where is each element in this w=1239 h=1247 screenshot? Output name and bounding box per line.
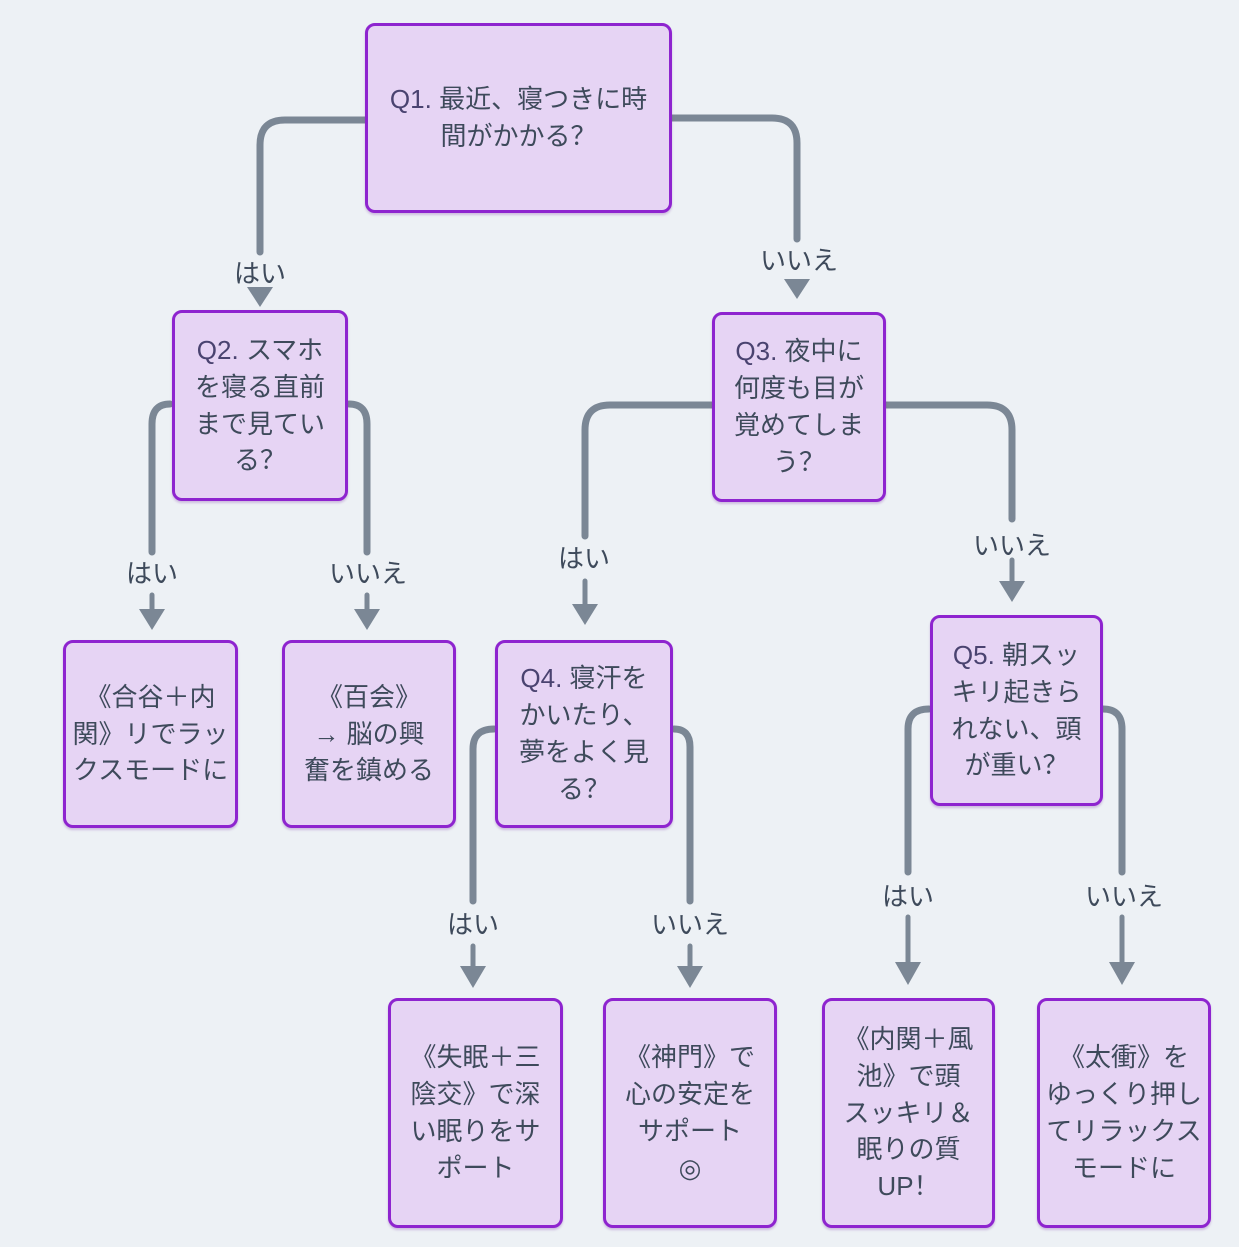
edge-label-q1-yes: はい xyxy=(233,258,287,289)
node-q5-body: 朝スッ キリ起きら れない、頭 が重い？ xyxy=(951,639,1082,781)
edge-q4-no-line xyxy=(670,725,694,905)
arrowhead-icon xyxy=(572,604,598,625)
edge-q4-yes-line xyxy=(469,725,498,905)
node-r3-text: 《失眠＋三 陰交》で深 い眠りをサ ポート xyxy=(410,1042,541,1183)
node-q3-prefix: Q3. xyxy=(735,336,785,367)
node-question-q4: Q4. 寝汗を かいたり、 夢をよく見 る？ xyxy=(495,640,673,828)
arrowhead-icon xyxy=(1109,962,1135,985)
edge-label-q3-yes: はい xyxy=(557,543,611,574)
node-r1-text: 《合谷＋内 関》リでラッ クスモードに xyxy=(72,681,229,786)
node-q1-prefix: Q1. xyxy=(389,84,440,115)
node-q1-text: Q1. 最近、寝つきに時 間がかかる？ xyxy=(384,77,653,159)
edge-q3-no-line xyxy=(881,401,1016,523)
edge-label-q5-yes: はい xyxy=(881,881,935,912)
node-result-shinmon: 《神門》で 心の安定を サポート ◎ xyxy=(603,998,777,1228)
edge-q1-yes-line xyxy=(256,116,370,256)
node-result-hyakue: 《百会》 → 脳の興 奮を鎮める xyxy=(282,640,456,828)
node-q2-prefix: Q2. xyxy=(196,334,246,365)
node-q4-prefix: Q4. xyxy=(520,663,570,694)
edge-q5-yes-line xyxy=(904,705,933,876)
node-r5-text: 《内関＋風 池》で頭 スッキリ＆ 眠りの質 UP！ xyxy=(843,1023,974,1202)
arrowhead-icon xyxy=(895,962,921,985)
edge-label-q2-yes: はい xyxy=(125,558,179,589)
node-result-shitsumin-saninko: 《失眠＋三 陰交》で深 い眠りをサ ポート xyxy=(388,998,563,1228)
node-q1-body: 最近、寝つきに時 間がかかる？ xyxy=(439,84,648,151)
arrowhead-icon xyxy=(139,609,165,630)
node-question-q5: Q5. 朝スッ キリ起きら れない、頭 が重い？ xyxy=(930,615,1103,806)
node-result-gokoku-naikan: 《合谷＋内 関》リでラッ クスモードに xyxy=(63,640,238,828)
node-q2-text: Q2. スマホ を寝る直前 まで見てい る？ xyxy=(189,328,331,484)
edge-q5-no-line xyxy=(1099,705,1126,876)
edge-label-q4-no: いいえ xyxy=(650,909,730,940)
edge-label-q3-no: いいえ xyxy=(972,530,1052,561)
arrowhead-icon xyxy=(247,287,273,307)
edge-q2-yes-line xyxy=(148,400,174,556)
arrowhead-icon xyxy=(460,966,486,988)
edge-q1-no-line xyxy=(667,114,801,243)
node-q4-body: 寝汗を かいたり、 夢をよく見 る？ xyxy=(518,663,649,804)
arrowhead-icon xyxy=(784,279,810,299)
node-r4-text: 《神門》で 心の安定を サポート ◎ xyxy=(624,1042,755,1183)
node-r6-text: 《太衝》を ゆっくり押し てリラックス モードに xyxy=(1046,1042,1203,1183)
node-question-q2: Q2. スマホ を寝る直前 まで見てい る？ xyxy=(172,310,348,501)
node-result-taisho: 《太衝》を ゆっくり押し てリラックス モードに xyxy=(1037,998,1211,1228)
arrowhead-icon xyxy=(354,609,380,630)
node-q3-text: Q3. 夜中に 何度も目が 覚めてしま う？ xyxy=(728,329,870,485)
node-question-q1: Q1. 最近、寝つきに時 間がかかる？ xyxy=(365,23,672,213)
arrowhead-icon xyxy=(999,581,1025,602)
node-q5-text: Q5. 朝スッ キリ起きら れない、頭 が重い？ xyxy=(945,633,1087,789)
edge-label-q2-no: いいえ xyxy=(328,558,408,589)
node-question-q3: Q3. 夜中に 何度も目が 覚めてしま う？ xyxy=(712,312,886,502)
edge-label-q1-no: いいえ xyxy=(759,245,839,276)
edge-q3-yes-line xyxy=(581,401,716,540)
node-q3-body: 夜中に 何度も目が 覚めてしま う？ xyxy=(733,336,864,477)
node-r2-text: 《百会》 → 脳の興 奮を鎮める xyxy=(303,681,434,786)
arrowhead-icon xyxy=(677,966,703,988)
node-q4-text: Q4. 寝汗を かいたり、 夢をよく見 る？ xyxy=(513,656,655,812)
node-result-naikan-fuchi: 《内関＋風 池》で頭 スッキリ＆ 眠りの質 UP！ xyxy=(822,998,995,1228)
edge-label-q5-no: いいえ xyxy=(1084,881,1164,912)
edge-q2-no-line xyxy=(345,400,371,556)
node-q2-body: スマホ を寝る直前 まで見てい る？ xyxy=(194,334,325,476)
edge-label-q4-yes: はい xyxy=(446,909,500,940)
node-q5-prefix: Q5. xyxy=(952,639,1003,670)
